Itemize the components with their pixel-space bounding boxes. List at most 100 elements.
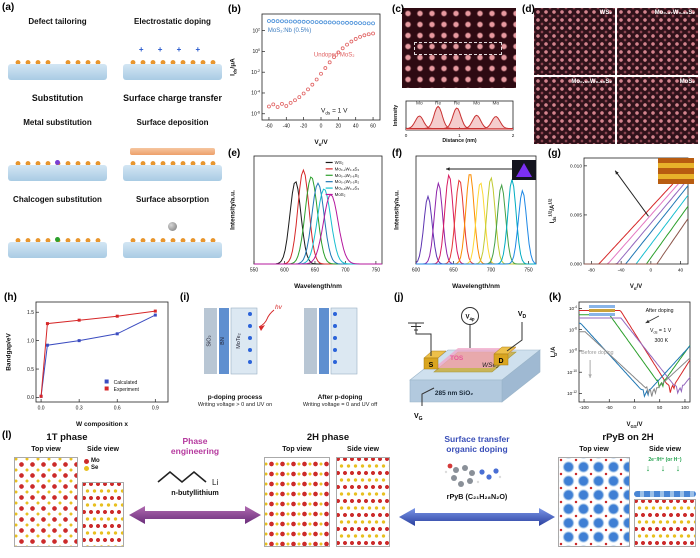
label-side-view-1t: Side view: [87, 446, 119, 453]
svg-text:Vg/V: Vg/V: [314, 139, 328, 146]
se-atom-icon: [84, 465, 89, 471]
legend-row-se: Se: [84, 465, 100, 471]
crystal-slab: [123, 64, 222, 80]
panel-a: (a) Defect tailoring Electrostatic dopin…: [2, 2, 228, 290]
svg-text:0.010: 0.010: [570, 164, 582, 170]
panel-label-i: (i): [180, 292, 190, 303]
rpyb-side-view: 2e⁻/H⁺ (or H⁻) ↓ ↓ ↓: [634, 457, 696, 547]
svg-text:Distance (nm): Distance (nm): [442, 138, 477, 144]
electron-transfer-note: 2e⁻/H⁺ (or H⁻): [648, 457, 682, 463]
hv-label: hv: [275, 304, 283, 311]
svg-text:750: 750: [372, 268, 381, 274]
svg-text:0.6: 0.6: [114, 406, 121, 412]
stm-image-mos2: MoS₂: [617, 77, 698, 144]
svg-text:102: 102: [252, 27, 260, 34]
panel-i: (i) SiO₂ BN MoTe₂ hv p-doping: [180, 292, 392, 428]
svg-text:0.0: 0.0: [38, 406, 45, 412]
svg-text:0: 0: [405, 133, 408, 138]
svg-text:0.5: 0.5: [27, 367, 34, 373]
svg-text:Mo: Mo: [416, 100, 423, 106]
mote2-label: MoTe₂: [236, 333, 242, 349]
organic-doping-line2: organic doping: [446, 444, 508, 454]
svg-text:1.5: 1.5: [27, 310, 34, 316]
header-2h-phase: 2H phase: [306, 432, 350, 443]
svg-text:-100: -100: [579, 405, 589, 410]
atom-legend: Mo Se: [84, 458, 100, 472]
svg-text:Mo: Mo: [473, 100, 480, 106]
svg-text:Re: Re: [454, 100, 460, 106]
image-label: Mo₀.₃₇W₀.₆₃S₂: [654, 10, 695, 16]
photon-wavy-arrow: [258, 309, 275, 328]
source-label: S: [429, 362, 434, 369]
phase-engineering-line1: Phase: [182, 436, 208, 446]
panel-label-l: (l): [2, 430, 12, 441]
svg-text:MoS₂:Nb (0.5%): MoS₂:Nb (0.5%): [268, 28, 311, 34]
svg-text:10-10: 10-10: [567, 369, 577, 375]
panel-label-g: (g): [548, 148, 561, 159]
schematic-title-surface-absorption: Surface absorption: [136, 195, 209, 204]
svg-text:1.0: 1.0: [27, 338, 34, 344]
vacancy-defect: [52, 56, 63, 65]
svg-text:10-8: 10-8: [569, 348, 577, 354]
stack-layer: [589, 309, 615, 312]
crystal-slab: [8, 165, 107, 181]
svg-text:2: 2: [512, 133, 515, 138]
n-butyllithium-label: n-butyllithium: [171, 488, 219, 497]
svg-text:Undoped MoS₂: Undoped MoS₂: [314, 52, 355, 58]
organic-doping-title: Surface transfer organic doping: [398, 434, 556, 454]
n-butyllithium-molecule: Li: [157, 470, 218, 487]
panel-label-j: (j): [394, 292, 404, 303]
chalcogen-dopant-atom: [55, 237, 61, 242]
header-1t-phase: 1T phase: [46, 432, 88, 443]
svg-text:40: 40: [353, 124, 359, 130]
svg-text:Vg/V: Vg/V: [630, 284, 642, 290]
caption-right: After p-doping Writing voltage = 0 and U…: [290, 394, 390, 408]
phase-engineering-arrow: [129, 506, 261, 524]
svg-text:Experiment: Experiment: [114, 387, 140, 393]
svg-text:Ids/μA: Ids/μA: [230, 58, 238, 76]
svg-text:Mo₀.₂W₀.₈S₂: Mo₀.₂W₀.₈S₂: [335, 166, 360, 171]
legend-mo-label: Mo: [91, 458, 100, 464]
svg-text:700: 700: [341, 268, 350, 274]
svg-text:Vds = 1 V: Vds = 1 V: [650, 328, 672, 335]
svg-text:10-4: 10-4: [251, 90, 260, 97]
svg-text:60: 60: [370, 124, 376, 130]
substrate-label: 285 nm SiO₂: [435, 390, 473, 397]
svg-text:600: 600: [412, 268, 421, 274]
label-top-view-rpyb: Top view: [579, 446, 609, 453]
organic-doping-arrow: [399, 508, 555, 526]
svg-text:Mo₀.₄W₀.₆S₂: Mo₀.₄W₀.₆S₂: [335, 173, 360, 178]
svg-text:10-6: 10-6: [569, 326, 577, 332]
svg-text:0.9: 0.9: [152, 406, 159, 412]
section-header-substitution: Substitution: [31, 93, 84, 103]
svg-text:1: 1: [458, 133, 461, 138]
header-rpyb-on-2h: rPyB on 2H: [602, 432, 654, 443]
svg-text:10-6: 10-6: [251, 110, 260, 117]
lattice-2h-side-view: [336, 457, 390, 547]
crystal-slab: [8, 64, 107, 80]
svg-text:ID/A: ID/A: [551, 346, 558, 357]
svg-text:-80: -80: [588, 267, 595, 273]
svg-text:WS₂: WS₂: [335, 160, 344, 165]
svg-text:After doping: After doping: [646, 308, 674, 314]
svg-text:700: 700: [487, 268, 496, 274]
atom-row: [126, 234, 219, 243]
schematic-title-electrostatic-doping: Electrostatic doping: [134, 17, 211, 26]
rpyb-label: rPyB (C₂₁H₂₈N₂O): [446, 492, 508, 501]
inset-device-stack: [589, 305, 615, 319]
lattice-1t-side-view: [82, 482, 124, 547]
phase-engineering-title: Phase engineering: [128, 436, 262, 456]
inset-device-photo: [658, 158, 694, 184]
schematic-defect-tailoring: [4, 30, 111, 84]
plus-charges: + + + +: [138, 45, 207, 54]
panel-label-f: (f): [392, 148, 402, 159]
schematic-chalcogen-substitution: [4, 208, 111, 262]
svg-text:Calculated: Calculated: [114, 380, 138, 386]
